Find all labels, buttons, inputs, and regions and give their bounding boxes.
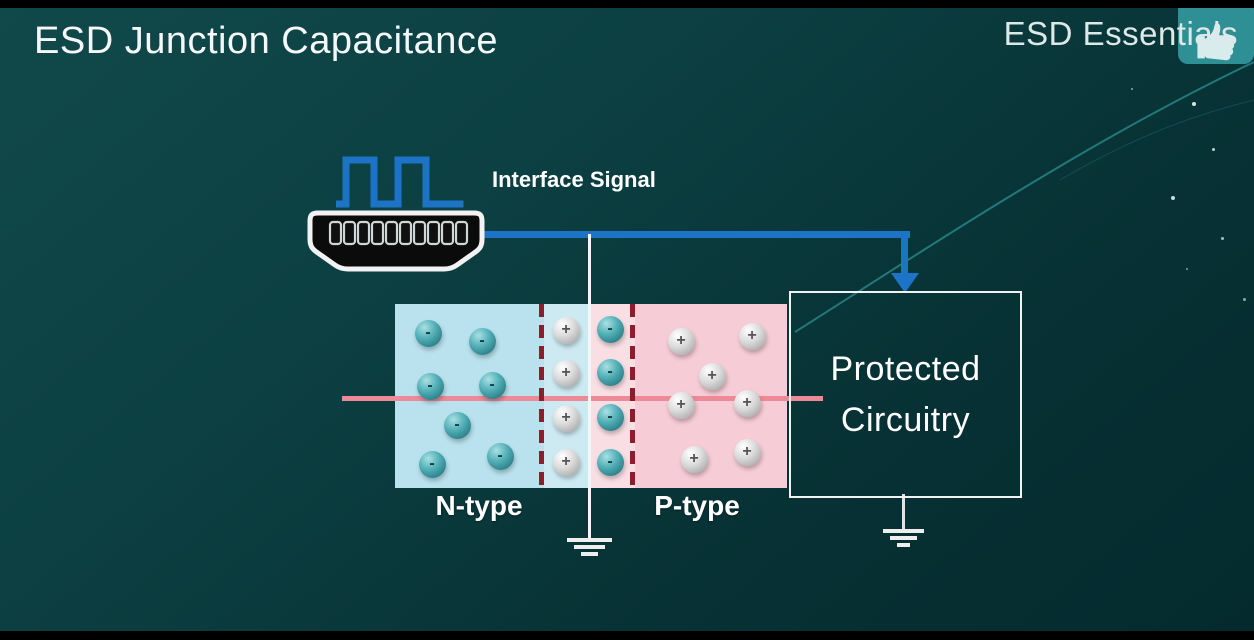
depletion-hole-sphere: + <box>552 448 580 476</box>
n-electron-sphere: - <box>478 371 506 399</box>
protected-label-line1: Protected <box>830 349 981 388</box>
p-hole-sphere: + <box>667 391 695 419</box>
n-electron-sphere: - <box>418 450 446 478</box>
n-electron-sphere: - <box>486 442 514 470</box>
depletion-electron-sphere: - <box>596 315 624 343</box>
square-wave-icon <box>336 156 464 208</box>
n-electron-sphere: - <box>414 319 442 347</box>
protected-ground-line <box>902 494 905 530</box>
signal-line-horizontal <box>480 231 910 238</box>
n-electron-sphere: - <box>443 411 471 439</box>
depletion-hole-sphere: + <box>552 359 580 387</box>
p-hole-sphere: + <box>680 445 708 473</box>
p-hole-sphere: + <box>698 362 726 390</box>
arrow-down-icon <box>891 273 919 293</box>
n-electron-sphere: - <box>468 327 496 355</box>
p-hole-sphere: + <box>738 322 766 350</box>
p-hole-sphere: + <box>733 438 761 466</box>
depletion-hole-sphere: + <box>552 316 580 344</box>
brand-watermark: ESD Essentials <box>1003 15 1238 52</box>
protected-label-line2: Circuitry <box>840 400 971 439</box>
p-hole-sphere: + <box>733 389 761 417</box>
depletion-electron-sphere: - <box>596 448 624 476</box>
junction-tap-line <box>588 234 591 539</box>
p-hole-sphere: + <box>667 327 695 355</box>
depletion-electron-sphere: - <box>596 403 624 431</box>
thumbs-up-icon <box>1178 0 1254 64</box>
interface-signal-label: Interface Signal <box>492 167 656 192</box>
n-type-label: N-type <box>435 490 523 521</box>
depletion-boundary-left <box>539 304 544 488</box>
letterbox-top <box>0 0 1254 8</box>
depletion-electron-sphere: - <box>596 358 624 386</box>
letterbox-bottom <box>0 631 1254 640</box>
bias-line <box>342 396 823 401</box>
hdmi-connector-icon <box>307 210 485 272</box>
n-electron-sphere: - <box>416 372 444 400</box>
signal-line-vertical <box>901 231 908 275</box>
p-type-label: P-type <box>654 490 740 521</box>
depletion-boundary-right <box>630 304 635 488</box>
page-title: ESD Junction Capacitance <box>34 20 499 62</box>
depletion-hole-sphere: + <box>552 404 580 432</box>
protected-circuitry-box: Protected Circuitry <box>789 291 1022 498</box>
